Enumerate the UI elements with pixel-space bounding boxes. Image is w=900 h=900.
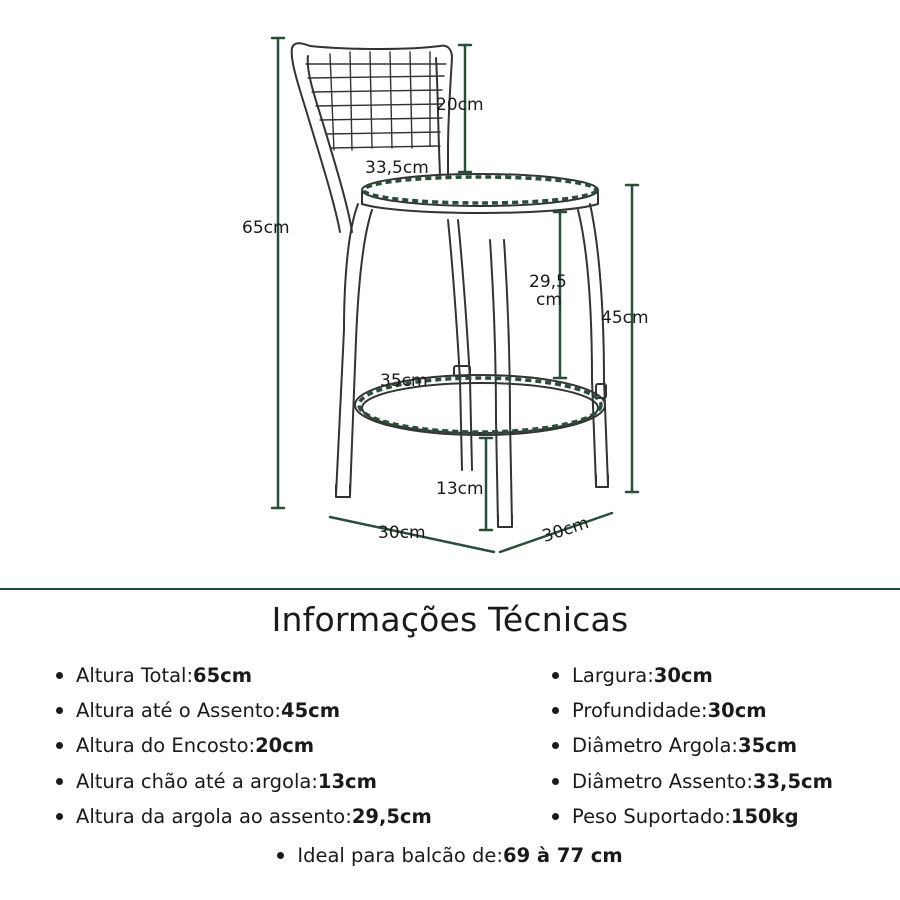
spec-label: Profundidade: [572, 699, 708, 723]
backrest-frame [290, 42, 453, 233]
list-item: Peso Suportado: 150kg [552, 799, 833, 834]
section-divider [0, 588, 900, 590]
counter-height-row: Ideal para balcão de: 69 à 77 cm [0, 838, 900, 873]
spec-value: 20cm [255, 734, 315, 758]
dim-seat-diameter-line [362, 175, 598, 205]
section-title: Informações Técnicas [271, 600, 629, 639]
bullet-icon [56, 742, 63, 750]
bullet-icon [56, 707, 63, 715]
spec-value: 69 à 77 cm [503, 844, 623, 868]
stool-diagram: 20cm 33,5cm 65cm 29,5 cm 45cm 35cm 13cm … [242, 36, 649, 554]
spec-label: Altura da argola ao assento: [76, 804, 352, 828]
bullet-icon [56, 672, 63, 680]
list-item: Altura do Encosto: 20cm [56, 728, 432, 763]
spec-label: Altura até o Assento: [76, 699, 282, 723]
bullet-icon [56, 777, 63, 785]
backrest-inner [306, 55, 441, 233]
list-item: Ideal para balcão de: 69 à 77 cm [277, 838, 623, 873]
ring-diameter-label: 35cm [380, 371, 428, 391]
seat-height-label: 45cm [601, 308, 649, 328]
list-item: Diâmetro Argola: 35cm [552, 728, 833, 763]
spec-value: 13cm [317, 769, 377, 793]
backrest-height-label: 20cm [436, 95, 484, 115]
spec-value: 150kg [730, 804, 799, 828]
list-item: Altura até o Assento: 45cm [56, 693, 432, 728]
bullet-icon [552, 672, 559, 680]
floor-to-ring-label: 13cm [436, 479, 484, 499]
bullet-icon [552, 777, 559, 785]
bullet-icon [552, 742, 559, 750]
bullet-icon [56, 812, 63, 820]
leg-back-right [489, 239, 513, 526]
list-item: Altura da argola ao assento: 29,5cm [56, 799, 432, 834]
spec-value: 33,5cm [752, 769, 833, 793]
spec-value: 29,5cm [351, 804, 432, 828]
seat-top [361, 173, 599, 207]
ring-to-seat-label-line2: cm [536, 290, 562, 310]
seat-rim [361, 191, 599, 214]
bullet-icon [277, 852, 285, 860]
spec-label: Peso Suportado: [572, 804, 731, 828]
spec-label: Altura Total: [76, 664, 194, 688]
width-label: 30cm [378, 523, 426, 543]
spec-value: 30cm [653, 664, 713, 688]
bullet-icon [552, 812, 559, 820]
leg-front-right [577, 203, 609, 486]
list-item: Altura chão até a argola: 13cm [56, 764, 432, 799]
footrest-ring [354, 374, 606, 436]
spec-label: Diâmetro Assento: [572, 769, 753, 793]
dim-depth-line [498, 511, 614, 554]
bullet-icon [552, 707, 559, 715]
spec-label: Altura chão até a argola: [76, 769, 318, 793]
dim-ring-diameter-line [357, 376, 603, 434]
spec-label: Altura do Encosto: [76, 734, 256, 758]
total-height-label: 65cm [242, 218, 290, 238]
spec-label: Largura: [572, 664, 654, 688]
spec-value: 35cm [738, 734, 798, 758]
spec-label: Diâmetro Argola: [572, 734, 738, 758]
specs-right-list: Largura: 30cm Profundidade: 30cm Diâmetr… [552, 658, 833, 834]
seat-diameter-label: 33,5cm [365, 158, 429, 178]
stool-drawing [270, 36, 640, 554]
ring-to-seat-label-line1: 29,5 [529, 272, 567, 292]
spec-value: 65cm [193, 664, 253, 688]
spec-value: 45cm [281, 699, 341, 723]
spec-label: Ideal para balcão de: [297, 844, 503, 868]
list-item: Profundidade: 30cm [552, 693, 833, 728]
list-item: Largura: 30cm [552, 658, 833, 693]
dim-width-line [328, 515, 496, 554]
list-item: Diâmetro Assento: 33,5cm [552, 764, 833, 799]
leg-front-left [335, 203, 373, 496]
spec-value: 30cm [707, 699, 767, 723]
specs-left-list: Altura Total: 65cm Altura até o Assento:… [56, 658, 432, 834]
list-item: Altura Total: 65cm [56, 658, 432, 693]
